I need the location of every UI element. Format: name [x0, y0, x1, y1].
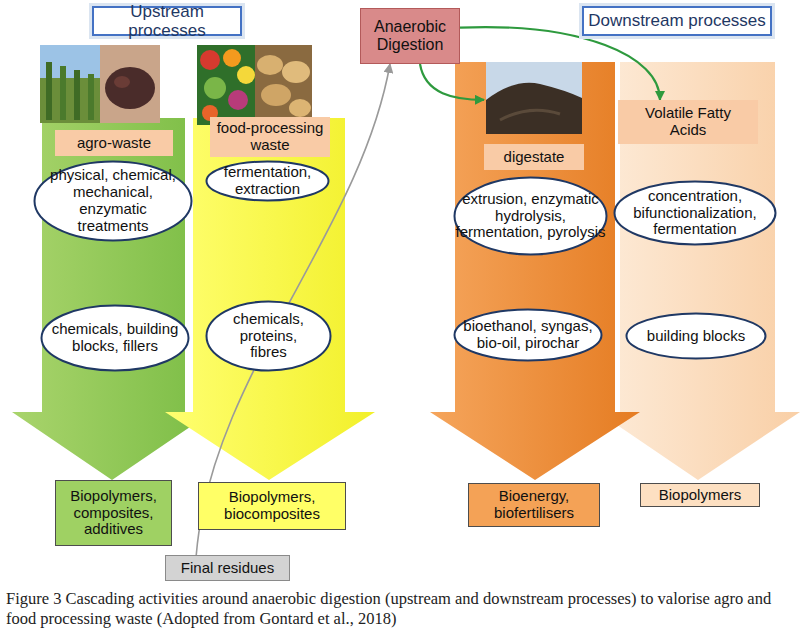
node-label: Upstream processes: [94, 2, 240, 40]
output-box: Biopolymers, biocomposites: [198, 482, 346, 530]
node-label: Biopolymers, composites, additives: [56, 488, 171, 539]
big-arrow: [430, 62, 640, 480]
source-label: Volatile Fatty Acids: [618, 100, 758, 144]
node-label: physical, chemical, mechanical, enzymati…: [42, 167, 184, 235]
output-box: Bioenergy, biofertilisers: [468, 483, 600, 527]
ellipse-outline: [207, 162, 329, 201]
vine-row: [74, 70, 80, 120]
node-label: chemicals, proteins, fibres: [229, 311, 309, 362]
output-box: Biopolymers: [640, 483, 760, 507]
big-arrow: [165, 118, 375, 480]
ellipse-outline: [35, 162, 192, 241]
process-ellipse: physical, chemical, mechanical, enzymati…: [33, 160, 193, 242]
potato: [261, 84, 291, 106]
digestate-heap: [486, 83, 582, 134]
node-label: concentration, bifunctionalization, ferm…: [625, 188, 765, 239]
node-label: food-processing waste: [211, 120, 329, 154]
node-label: Biopolymers: [659, 487, 742, 504]
vegetable: [228, 90, 248, 110]
node-label: extrusion, enzymatic hydrolysis, ferment…: [453, 191, 608, 242]
vine-row: [60, 66, 66, 120]
figure-caption: Figure 3 Cascading activities around ana…: [6, 589, 796, 629]
process-box: Anaerobic Digestion: [360, 8, 460, 64]
process-ellipse: concentration, bifunctionalization, ferm…: [613, 180, 777, 246]
process-ellipse: extrusion, enzymatic hydrolysis, ferment…: [453, 176, 608, 256]
output-box: Biopolymers, composites, additives: [55, 480, 172, 546]
product-ellipse: chemicals, building blocks, fillers: [40, 304, 190, 372]
potato: [289, 99, 311, 117]
ellipse-outline: [455, 310, 602, 361]
pomace-photo: [100, 45, 160, 123]
vineyard-photo: [40, 45, 100, 123]
ellipse-outline: [207, 302, 331, 371]
product-ellipse: chemicals, proteins, fibres: [205, 300, 332, 372]
potatoes-photo: [255, 45, 312, 125]
node-label: Anaerobic Digestion: [361, 18, 459, 54]
product-ellipse: building blocks: [625, 312, 767, 360]
ellipse-outline: [627, 314, 766, 359]
vegetable: [204, 77, 226, 99]
node-label: bioethanol, syngas, bio-oil, pirochar: [461, 318, 596, 352]
vegetables-photo: [197, 45, 255, 125]
ellipse-outline: [615, 182, 776, 245]
node-label: Downstream processes: [588, 11, 766, 30]
ellipse-outline: [42, 306, 189, 371]
vegetable: [237, 66, 255, 84]
process-ellipse: fermentation, extraction: [205, 160, 330, 202]
node-label: Bioenergy, biofertilisers: [469, 488, 599, 522]
source-label: food-processing waste: [210, 117, 330, 157]
node-label: agro-waste: [77, 135, 151, 152]
product-ellipse: bioethanol, syngas, bio-oil, pirochar: [453, 308, 603, 362]
pomace-heap: [114, 76, 130, 88]
node-label: Volatile Fatty Acids: [638, 105, 738, 139]
flow-connector: [460, 27, 660, 100]
vine-row: [88, 74, 94, 120]
vine-row: [46, 62, 52, 120]
node-label: chemicals, building blocks, fillers: [48, 321, 183, 355]
potato: [257, 55, 283, 75]
digestate-photo: [486, 62, 582, 134]
section-header: Upstream processes: [92, 6, 242, 36]
residue-box: Final residues: [165, 555, 290, 581]
node-label: building blocks: [647, 328, 745, 345]
flow-connector: [420, 64, 484, 100]
digestate-heap: [500, 110, 560, 120]
source-label: agro-waste: [55, 130, 173, 156]
vegetable: [200, 50, 220, 70]
section-header: Downstream processes: [582, 6, 772, 36]
node-label: Biopolymers, biocomposites: [199, 489, 345, 523]
node-label: digestate: [484, 144, 584, 170]
pomace-heap: [105, 67, 155, 109]
node-label: Final residues: [181, 560, 274, 577]
vegetable: [223, 49, 241, 67]
node-label: fermentation, extraction: [218, 164, 318, 198]
potato: [282, 61, 310, 83]
big-arrow: [12, 118, 212, 480]
source-label: digestate: [484, 62, 584, 170]
flow-connector: [196, 64, 390, 555]
